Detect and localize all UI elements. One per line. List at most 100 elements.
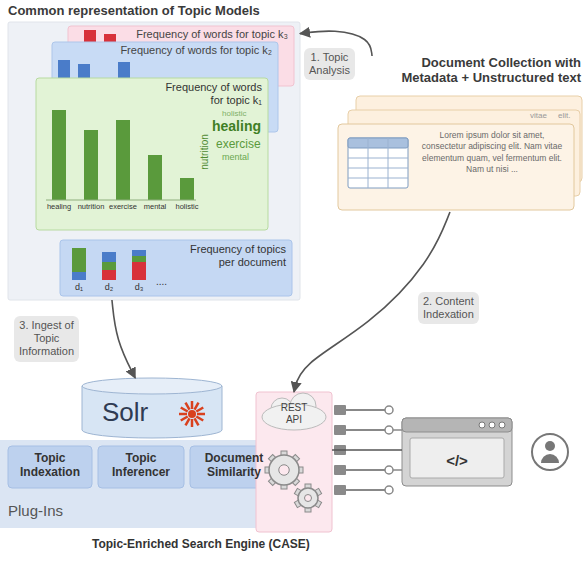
node-title: Document Similarity bbox=[192, 452, 276, 480]
node-shape bbox=[256, 392, 332, 532]
stacked-bar bbox=[102, 270, 116, 280]
connector-wire bbox=[346, 469, 385, 471]
axis-label: nutrition bbox=[78, 203, 105, 211]
word-cloud-word: healing bbox=[212, 119, 261, 134]
gear-hole bbox=[305, 495, 312, 502]
logo-sun bbox=[188, 410, 196, 418]
axis-label: .... bbox=[156, 276, 167, 287]
box-shape bbox=[256, 392, 332, 532]
bar bbox=[52, 110, 66, 200]
node-title: Frequency of words for topic k₂ bbox=[92, 44, 272, 57]
node-body-text: Lorem ipsum dolor sit amet, consectetur … bbox=[418, 130, 566, 176]
user-icon bbox=[532, 434, 568, 470]
node-title: Document Collection with Metadata + Unst… bbox=[381, 56, 581, 86]
box-shape bbox=[98, 446, 184, 488]
terminal-circle bbox=[385, 426, 393, 434]
stacked-bar bbox=[72, 272, 86, 280]
terminal-circle bbox=[385, 406, 393, 414]
node-shape bbox=[36, 78, 268, 230]
table-rule bbox=[348, 168, 408, 169]
plugin-box: Topic Inferencer bbox=[98, 446, 184, 488]
terminal-square bbox=[334, 465, 346, 475]
document-text: elit. bbox=[558, 112, 570, 121]
node-title: REST API bbox=[274, 402, 314, 425]
connector-wire bbox=[346, 429, 385, 431]
gear-icon bbox=[265, 451, 303, 489]
node-title: Frequency of topics per document bbox=[176, 243, 286, 268]
stacked-bar bbox=[102, 252, 116, 262]
node-shape bbox=[402, 418, 512, 486]
flow-arrow bbox=[112, 300, 135, 378]
table-rule bbox=[368, 138, 369, 188]
axis-label: d₂ bbox=[105, 283, 114, 293]
plugin-box: Document Similarity bbox=[190, 446, 278, 488]
user-ring bbox=[532, 434, 568, 470]
terminal-square bbox=[334, 425, 346, 435]
gear-icon bbox=[294, 484, 321, 512]
axis-line bbox=[46, 200, 196, 201]
node-title: Topic Indexation bbox=[10, 452, 90, 480]
node-title: Solr bbox=[102, 398, 178, 428]
node-title: Plug-Ins bbox=[8, 502, 128, 519]
window-dot bbox=[479, 422, 485, 428]
node-title: Topic Inferencer bbox=[100, 452, 182, 480]
user-head bbox=[545, 441, 555, 451]
cylinder-top bbox=[82, 378, 222, 394]
axis-label: mental bbox=[144, 203, 167, 211]
connector-wire bbox=[346, 489, 385, 491]
flow-arrow bbox=[332, 449, 402, 451]
stacked-bar bbox=[102, 262, 116, 270]
stacked-bar bbox=[132, 256, 146, 262]
window-titlebar bbox=[402, 418, 512, 432]
stacked-bar bbox=[132, 250, 146, 256]
logo-ray bbox=[195, 418, 199, 425]
table-icon bbox=[348, 138, 408, 188]
window-dot bbox=[489, 422, 495, 428]
node-title: </> bbox=[402, 452, 512, 469]
node-shape bbox=[8, 22, 300, 300]
window-dot bbox=[499, 422, 505, 428]
node-shape bbox=[8, 446, 92, 488]
connector-wire bbox=[393, 429, 402, 431]
word-cloud-word: nutrition bbox=[199, 134, 210, 170]
logo-ray bbox=[191, 419, 194, 427]
logo-ray bbox=[195, 403, 199, 410]
bar bbox=[180, 178, 194, 200]
bar bbox=[84, 130, 98, 200]
bar bbox=[116, 120, 130, 200]
step-label: 3. Ingest of Topic Information bbox=[14, 316, 79, 362]
caption-text: Topic-Enriched Search Engine (CASE) bbox=[92, 538, 310, 551]
logo-ray bbox=[191, 401, 194, 409]
card-shape bbox=[60, 240, 292, 296]
connector-wire bbox=[393, 469, 402, 471]
table-rule bbox=[348, 158, 408, 159]
logo-ray bbox=[196, 417, 203, 421]
connector-wire bbox=[346, 409, 385, 411]
node-title: Frequency of words for topic k₁ bbox=[152, 81, 262, 106]
stacked-bar bbox=[132, 262, 146, 280]
document-text: vitae bbox=[530, 112, 547, 121]
table-rule bbox=[388, 138, 389, 188]
gear-body bbox=[269, 455, 299, 485]
logo-ray bbox=[196, 408, 203, 412]
terminal-square bbox=[334, 405, 346, 415]
axis-label: holistic bbox=[176, 203, 199, 211]
gear-hole bbox=[279, 465, 290, 476]
bar bbox=[148, 155, 162, 200]
axis-label: exercise bbox=[109, 203, 137, 211]
card-shape bbox=[36, 78, 268, 230]
browser-window: </> bbox=[402, 418, 512, 486]
terminal-square bbox=[334, 485, 346, 495]
node-shape bbox=[0, 440, 284, 528]
document-collection: Document Collection with Metadata + Unst… bbox=[338, 56, 583, 212]
table-rule bbox=[348, 178, 408, 179]
cloud-icon bbox=[262, 393, 326, 430]
solr-cylinder: Solr bbox=[82, 378, 222, 438]
table-header bbox=[348, 138, 408, 148]
logo-ray bbox=[181, 408, 188, 412]
node-shape bbox=[338, 96, 582, 210]
node-title: Common representation of Topic Models bbox=[8, 4, 300, 19]
terminal-circle bbox=[385, 486, 393, 494]
document-topic-card: Frequency of topics per document bbox=[60, 240, 292, 296]
stacked-bar bbox=[72, 248, 86, 272]
